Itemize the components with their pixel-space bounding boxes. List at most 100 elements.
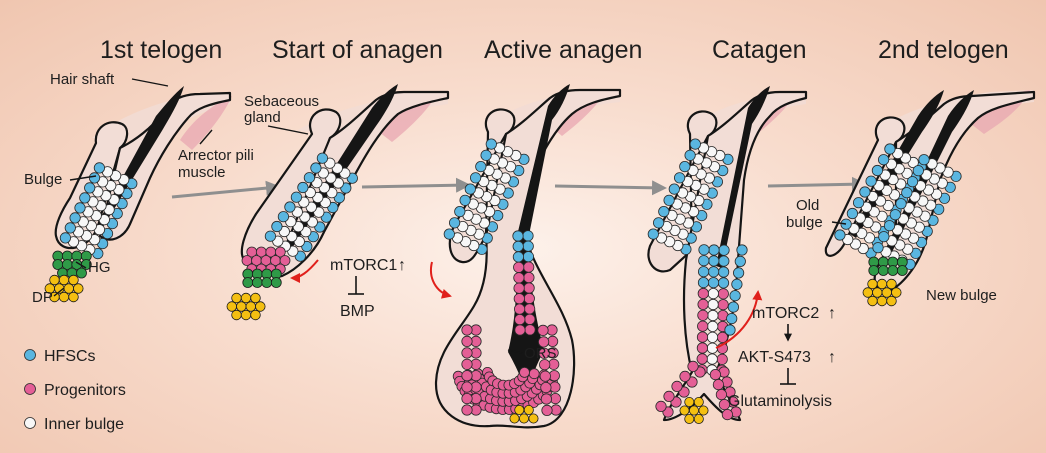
hfsc-cell: [664, 195, 674, 205]
hfsc-cell: [718, 278, 728, 288]
progenitor-cell: [656, 401, 666, 411]
progenitor-cell: [462, 336, 472, 346]
inner-bulge-cell: [708, 310, 718, 320]
hair-germ-cell: [262, 278, 272, 288]
progenitor-cell: [524, 262, 534, 272]
hfsc-cell: [444, 229, 454, 239]
dermal-papilla-cell: [510, 414, 519, 423]
hfsc-cell: [730, 291, 740, 301]
hfsc-cell: [311, 163, 321, 173]
dermal-papilla-cell: [232, 293, 242, 303]
hfsc-cell: [75, 203, 85, 213]
stage-title-start-anagen: Start of anagen: [272, 36, 443, 64]
dermal-papilla-cell: [519, 414, 528, 423]
progenitor-cell: [525, 314, 535, 324]
hfsc-cell: [708, 267, 718, 277]
dermal-papilla-cell: [515, 405, 524, 414]
hfsc-cell: [523, 241, 533, 251]
hair-germ-cell: [77, 268, 87, 278]
hfsc-cell: [669, 184, 679, 194]
progenitor-cell: [514, 283, 524, 293]
dermal-papilla-cell: [694, 397, 703, 406]
progenitor-cell: [698, 321, 708, 331]
hfsc-cell: [513, 231, 523, 241]
progenitor-cell: [718, 300, 728, 310]
progenitor-cell: [462, 371, 472, 381]
dermal-papilla-cell: [237, 302, 247, 312]
hfsc-cell: [89, 173, 99, 183]
dermal-papilla-cell: [892, 288, 902, 298]
hfsc-cell: [699, 256, 709, 266]
label-gland: gland: [244, 109, 281, 126]
stage-title-2nd-telogen: 2nd telogen: [878, 36, 1009, 64]
stage-arrow-3: [555, 186, 664, 188]
inner-bulge-cell: [708, 321, 718, 331]
dermal-papilla-cell: [873, 288, 883, 298]
progenitor-cell: [710, 369, 720, 379]
label-muscle: muscle: [178, 164, 226, 181]
hfsc-cell: [265, 231, 275, 241]
dermal-papilla-cell: [69, 275, 79, 285]
inner-bulge-cell: [708, 288, 718, 298]
hair-germ-cell: [878, 266, 888, 276]
dermal-papilla-cell: [868, 279, 878, 289]
progenitor-cell: [688, 361, 698, 371]
hfsc-cell: [659, 206, 669, 216]
progenitor-cell: [542, 405, 552, 415]
progenitor-cell: [524, 283, 534, 293]
hfsc-cell: [872, 165, 882, 175]
hfsc-cell: [470, 173, 480, 183]
hfsc-cell: [737, 245, 747, 255]
progenitor-cell: [697, 354, 707, 364]
label-mtorc1: mTORC1: [330, 257, 397, 274]
hfsc-cell: [913, 166, 923, 176]
dermal-papilla-cell: [241, 310, 251, 320]
hfsc-cell: [85, 183, 95, 193]
progenitor-cell: [525, 325, 535, 335]
stage-title-catagen: Catagen: [712, 36, 807, 64]
hfsc-cell: [513, 241, 523, 251]
label-old: Old: [796, 197, 819, 214]
hfsc-cell: [648, 229, 658, 239]
hfsc-cell: [896, 199, 906, 209]
hfsc-cell: [455, 206, 465, 216]
mtorc1-up-arrow: ↑: [398, 257, 406, 274]
progenitor-cell: [664, 391, 674, 401]
progenitor-cell: [514, 294, 524, 304]
inner-bulge-cell: [707, 332, 717, 342]
dermal-papilla-cell: [699, 406, 708, 415]
hfsc-cell: [449, 218, 459, 228]
hfsc-cell: [291, 192, 301, 202]
hfsc-cell: [653, 218, 663, 228]
hfsc-cell: [718, 267, 728, 277]
hfsc-cell: [685, 150, 695, 160]
hfsc-cell: [733, 268, 743, 278]
progenitor-cell: [462, 348, 472, 358]
label-bulge-old: bulge: [786, 214, 823, 231]
hfsc-cell: [70, 213, 80, 223]
hfsc-cell: [728, 302, 738, 312]
progenitor-cell: [718, 289, 728, 299]
hfsc-cell: [902, 188, 912, 198]
progenitor-cell: [541, 394, 551, 404]
dermal-papilla-cell: [59, 275, 69, 285]
hfsc-cell: [732, 279, 742, 289]
dermal-papilla-cell: [232, 310, 242, 320]
hfsc-cell: [698, 267, 708, 277]
mtorc2-up-arrow: ↑: [828, 305, 836, 322]
progenitor-cell: [462, 393, 472, 403]
progenitor-cell: [520, 367, 530, 377]
progenitor-cell: [462, 405, 472, 415]
label-hair-shaft: Hair shaft: [50, 71, 115, 88]
dermal-papilla-cell: [685, 414, 694, 423]
dermal-papilla-cell: [251, 293, 261, 303]
legend-swatch-progenitors: [25, 384, 36, 395]
akt-up-arrow: ↑: [828, 349, 836, 366]
dermal-papilla-cell: [59, 292, 69, 302]
feedback-arrow-active-anagen: [431, 262, 450, 296]
stage-title-active-anagen: Active anagen: [484, 36, 642, 64]
progenitor-cell: [514, 273, 524, 283]
hfsc-cell: [674, 173, 684, 183]
progenitor-cell: [697, 332, 707, 342]
